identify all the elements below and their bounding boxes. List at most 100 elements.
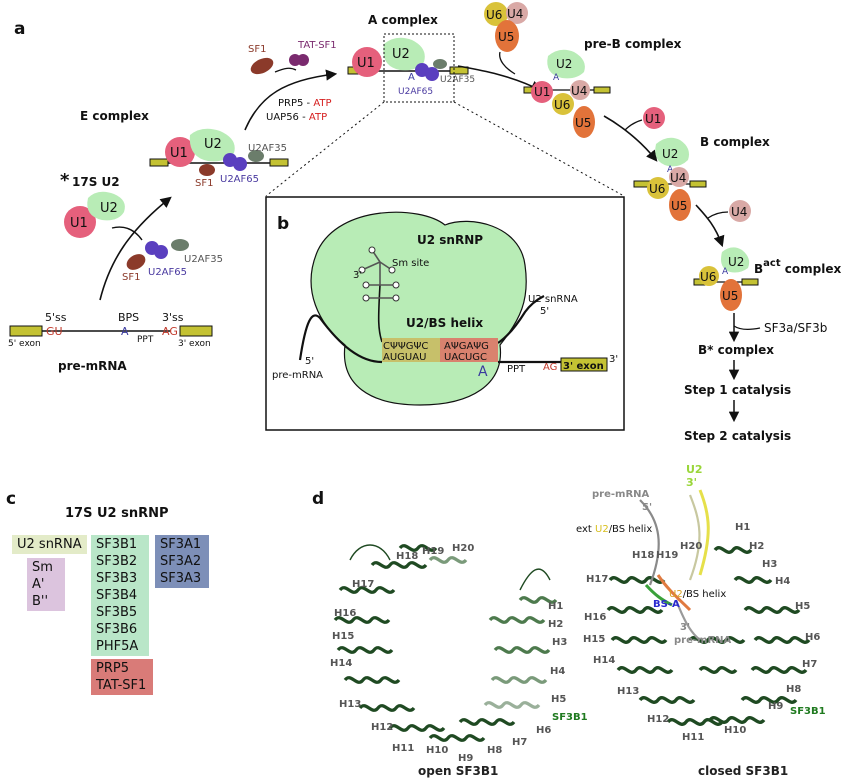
closed-sf3b1-structure (606, 546, 811, 726)
panel-label-c: c (6, 489, 16, 509)
svg-text:*: * (60, 170, 70, 191)
sm-box: Sm A' B'' (27, 558, 65, 611)
svg-text:3' exon: 3' exon (563, 361, 604, 372)
panel-b: b U2 snRNP 3' Sm site U2/BS helix U2 snR… (265, 196, 625, 431)
svg-text:E complex: E complex (80, 109, 149, 123)
svg-text:3' exon: 3' exon (178, 339, 211, 349)
sf3b-item: SF3B3 (96, 571, 138, 586)
helix-box-left (382, 338, 440, 362)
svg-text:U2AF65: U2AF65 (398, 87, 433, 97)
closed-premrna-label: pre-mRNA (592, 489, 650, 500)
helix-exon3-box (560, 357, 608, 372)
bs-helix-label: U2/BS helix (669, 589, 726, 600)
released-u4: U4 (729, 200, 751, 222)
svg-text:U5: U5 (671, 199, 687, 213)
sf3-label: SF3a/SF3b (764, 321, 827, 335)
sf3b-item: SF3B2 (96, 554, 138, 569)
open-h1: H1 (548, 601, 563, 612)
svg-text:U2AF35: U2AF35 (440, 75, 475, 85)
svg-text:U4: U4 (670, 171, 686, 185)
open-h11: H11 (392, 743, 414, 754)
svg-text:U5: U5 (498, 30, 514, 44)
sm-item: B'' (32, 594, 49, 609)
bstar-label: B* complex (698, 343, 774, 357)
open-h15: H15 (332, 631, 354, 642)
closed-helix-labels: H1 H2 H3 H4 H5 H6 H7 H8 H9 H10 H11 H12 H… (583, 522, 820, 743)
svg-text:pre-mRNA: pre-mRNA (58, 359, 127, 373)
closed-u2-three: 3' (686, 476, 697, 489)
svg-text:A: A (121, 325, 129, 338)
closed-sf3b1-tag: SF3B1 (790, 706, 826, 717)
svg-text:AUGUAU: AUGUAU (383, 352, 426, 363)
sf3a-item: SF3A1 (160, 537, 202, 552)
sf3a-box: SF3A1 SF3A2 SF3A3 (155, 535, 209, 588)
svg-text:U2: U2 (662, 147, 678, 161)
svg-text:Sm site: Sm site (392, 258, 429, 269)
svg-text:5'ss: 5'ss (45, 311, 67, 324)
svg-text:PPT: PPT (137, 335, 154, 345)
pre-mrna-diagram: 5'ss GU BPS A 3'ss AG PPT 5' exon 3' exo… (8, 311, 213, 373)
factors-box: PRP5 TAT-SF1 (91, 659, 153, 695)
svg-text:U6: U6 (649, 182, 665, 196)
svg-text:U2: U2 (556, 57, 572, 71)
open-helix-labels: H1 H2 H3 H4 H5 H6 H7 H8 H9 H10 H11 H12 H… (330, 543, 567, 764)
closed-premrna-five: 5' (642, 502, 652, 513)
open-h8: H8 (487, 745, 502, 756)
svg-text:U4: U4 (731, 205, 747, 219)
closed-h14: H14 (593, 655, 615, 666)
b-complex: B complex U2 A U6 U4 U5 (633, 135, 770, 221)
open-h4: H4 (550, 666, 565, 677)
svg-text:BPS: BPS (118, 311, 139, 324)
closed-h7: H7 (802, 659, 817, 670)
sf3b-box: SF3B1 SF3B2 SF3B3 SF3B4 SF3B5 SF3B6 PHF5… (91, 535, 149, 656)
open-h7: H7 (512, 737, 527, 748)
factor-item: TAT-SF1 (96, 678, 147, 693)
svg-text:GU: GU (46, 325, 63, 338)
open-h14: H14 (330, 658, 352, 669)
step2-label: Step 2 catalysis (684, 429, 791, 443)
svg-text:U2 snRNP: U2 snRNP (417, 233, 483, 247)
open-h17: H17 (352, 579, 374, 590)
svg-text:U2AF65: U2AF65 (220, 174, 259, 185)
tri-snrnp: U6 U4 U5 (484, 2, 528, 52)
closed-rna (639, 489, 710, 641)
svg-text:U2: U2 (392, 47, 410, 62)
svg-text:CΨΨGΨC: CΨΨGΨC (383, 341, 428, 352)
open-h10: H10 (426, 745, 448, 756)
svg-text:3'ss: 3'ss (162, 311, 184, 324)
svg-text:U2/BS helix: U2/BS helix (406, 316, 483, 330)
closed-h20: H20 (680, 541, 702, 552)
closed-h13: H13 (617, 686, 639, 697)
u2-17s-group: * 17S U2 U1 U2 SF1 U2AF35 U2AF65 (60, 170, 223, 283)
open-h20: H20 (452, 543, 474, 554)
svg-text:U4: U4 (571, 84, 587, 98)
panel-c-title: 17S U2 snRNP (65, 506, 169, 521)
svg-text:U2AF65: U2AF65 (148, 267, 187, 278)
svg-text:U2: U2 (728, 255, 744, 269)
bact-complex: Bact complex U2 A U6 U5 (693, 247, 842, 311)
svg-text:Bact complex: Bact complex (754, 258, 842, 276)
svg-text:U5: U5 (722, 289, 738, 303)
released-u1: U1 (643, 107, 665, 129)
open-sf3b1-tag: SF3B1 (552, 712, 588, 723)
svg-text:AG: AG (543, 362, 557, 373)
open-caption: open SF3B1 (418, 764, 498, 778)
closed-h5: H5 (795, 601, 810, 612)
svg-text:PRP5 - ATP: PRP5 - ATP (278, 98, 332, 109)
closed-h11: H11 (682, 732, 704, 743)
svg-text:U1: U1 (170, 146, 188, 161)
closed-h4: H4 (775, 576, 790, 587)
svg-text:B complex: B complex (700, 135, 770, 149)
closed-h17: H17 (586, 574, 608, 585)
panel-label-a: a (14, 19, 25, 39)
closed-u2-label: U2 (686, 463, 703, 476)
sm-item: A' (32, 577, 45, 592)
svg-text:AΨGAΨG: AΨGAΨG (444, 341, 489, 352)
svg-text:17S U2: 17S U2 (72, 175, 120, 189)
sf3b-item: PHF5A (96, 639, 139, 654)
svg-text:A: A (553, 73, 560, 83)
closed-h1: H1 (735, 522, 750, 533)
open-h2: H2 (548, 619, 563, 630)
svg-text:A complex: A complex (368, 13, 438, 27)
bsa-label: BS-A (653, 599, 680, 610)
